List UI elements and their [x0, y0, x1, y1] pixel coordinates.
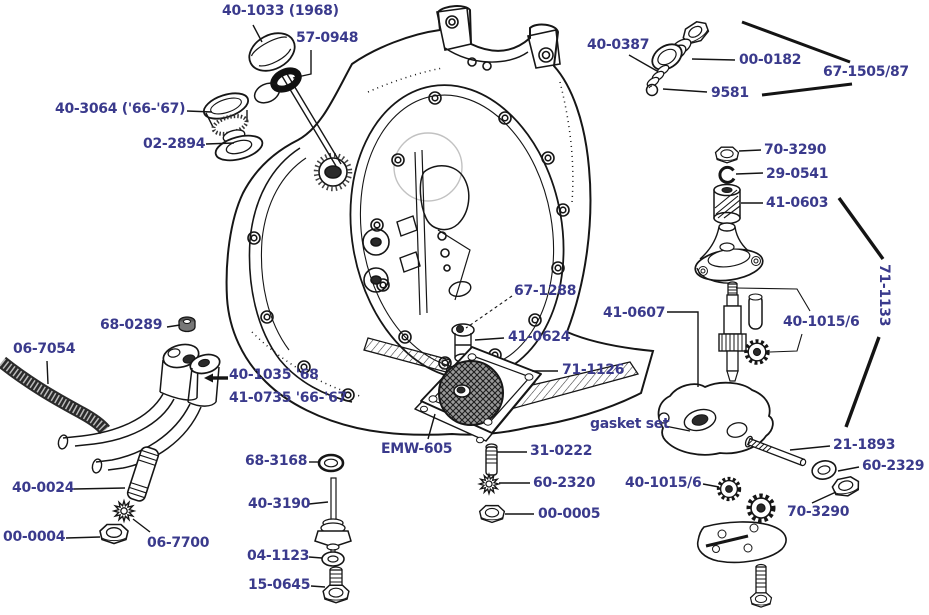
- part-label-04-1123: 04-1123: [247, 548, 310, 564]
- part-label-06-7700: 06-7700: [147, 535, 210, 551]
- nut-00-0005: [478, 504, 506, 524]
- bracket-right-lug: [527, 29, 561, 69]
- part-label-41-0607: 41-0607: [603, 305, 666, 321]
- part-label-00-0182: 00-0182: [739, 52, 802, 68]
- oil-pipe-junction: [159, 343, 221, 407]
- worm-gear: [713, 183, 741, 225]
- part-label-71-1133: 71-1133: [876, 264, 892, 327]
- filler-cap-drawing: [202, 92, 264, 162]
- pump-pin: [748, 293, 763, 330]
- part-label-40-0387: 40-0387: [587, 37, 650, 53]
- oring-68-3168: [317, 453, 345, 473]
- part-label-02-2894: 02-2894: [143, 136, 206, 152]
- filler-boss: [313, 152, 353, 192]
- small-gear-a: [719, 479, 739, 499]
- circlip: [718, 165, 736, 184]
- drive-housing: [694, 222, 764, 284]
- part-label-60-2320: 60-2320: [533, 475, 596, 491]
- small-gear-b: [749, 496, 773, 520]
- dipstick-oring: [270, 67, 302, 93]
- inspection-screw-drawing: [645, 17, 713, 97]
- part-label-71-1126: 71-1126: [562, 362, 625, 378]
- small-gear-upper: [747, 342, 768, 363]
- part-label-00-0004: 00-0004: [3, 529, 66, 545]
- stud-40-0024: [126, 446, 160, 502]
- part-label-EMW-605: EMW-605: [381, 441, 453, 457]
- dipstick-drawing: [248, 32, 342, 167]
- valve-body-40-3190: [314, 477, 352, 555]
- part-label-29-0541: 29-0541: [766, 166, 829, 182]
- part-label-9581: 9581: [711, 85, 749, 101]
- part-label-40-1035: 40-1035 '68: [229, 367, 319, 383]
- part-label-15-0645: 15-0645: [248, 577, 311, 593]
- part-label-40-1015-6-lower: 40-1015/6: [625, 475, 702, 491]
- part-label-gasket-set: gasket set: [590, 416, 670, 432]
- star-washer-60-2320: [478, 473, 500, 495]
- bracket-left-lug: [436, 7, 472, 51]
- part-label-40-1033: 40-1033 (1968): [222, 3, 339, 19]
- part-label-70-3290-lower: 70-3290: [787, 504, 850, 520]
- part-label-60-2329: 60-2329: [862, 458, 925, 474]
- pump-stud: [744, 435, 807, 467]
- plate-screw: [749, 563, 773, 608]
- part-label-06-7054: 06-7054: [13, 341, 76, 357]
- valve-column-drawing: [314, 453, 352, 604]
- nut-00-0004: [99, 523, 129, 545]
- part-label-70-3290-upper: 70-3290: [764, 142, 827, 158]
- part-label-40-3190: 40-3190: [248, 496, 311, 512]
- bolt-15-0645: [322, 566, 350, 604]
- part-label-41-0624: 41-0624: [508, 329, 571, 345]
- pump-washer: [811, 460, 837, 480]
- oil-pump-drawing: [657, 381, 862, 608]
- case-bosses: [362, 228, 390, 293]
- left-parts-drawing: [0, 316, 221, 545]
- part-label-40-0024: 40-0024: [12, 480, 75, 496]
- cover-fasteners-drawing: [478, 443, 506, 524]
- oil-pipes: [57, 393, 202, 474]
- part-label-57-0948: 57-0948: [296, 30, 359, 46]
- part-label-40-3064: 40-3064 ('66-'67): [55, 101, 186, 117]
- pump-plate: [696, 521, 787, 564]
- part-label-41-0735: 41-0735 '66-'67: [229, 390, 347, 406]
- part-label-41-0603: 41-0603: [766, 195, 829, 211]
- filter-cover-drawing: [414, 323, 542, 444]
- leader-lines: [46, 20, 885, 588]
- star-washer-06-7700: [113, 500, 135, 522]
- pump-nut: [830, 474, 862, 500]
- part-label-00-0005: 00-0005: [538, 506, 601, 522]
- part-label-31-0222: 31-0222: [530, 443, 593, 459]
- pump-spindle-drawing: [718, 281, 768, 382]
- part-label-68-3168: 68-3168: [245, 453, 308, 469]
- part-label-40-1015-6-upper: 40-1015/6: [783, 314, 860, 330]
- oil-hose: [0, 356, 110, 435]
- small-nut-68-0289: [178, 316, 196, 333]
- part-label-67-1288: 67-1288: [514, 283, 577, 299]
- part-label-68-0289: 68-0289: [100, 317, 163, 333]
- part-label-67-1505-87: 67-1505/87: [823, 64, 909, 80]
- part-label-21-1893: 21-1893: [833, 437, 896, 453]
- tacho-drive-drawing: [694, 146, 764, 284]
